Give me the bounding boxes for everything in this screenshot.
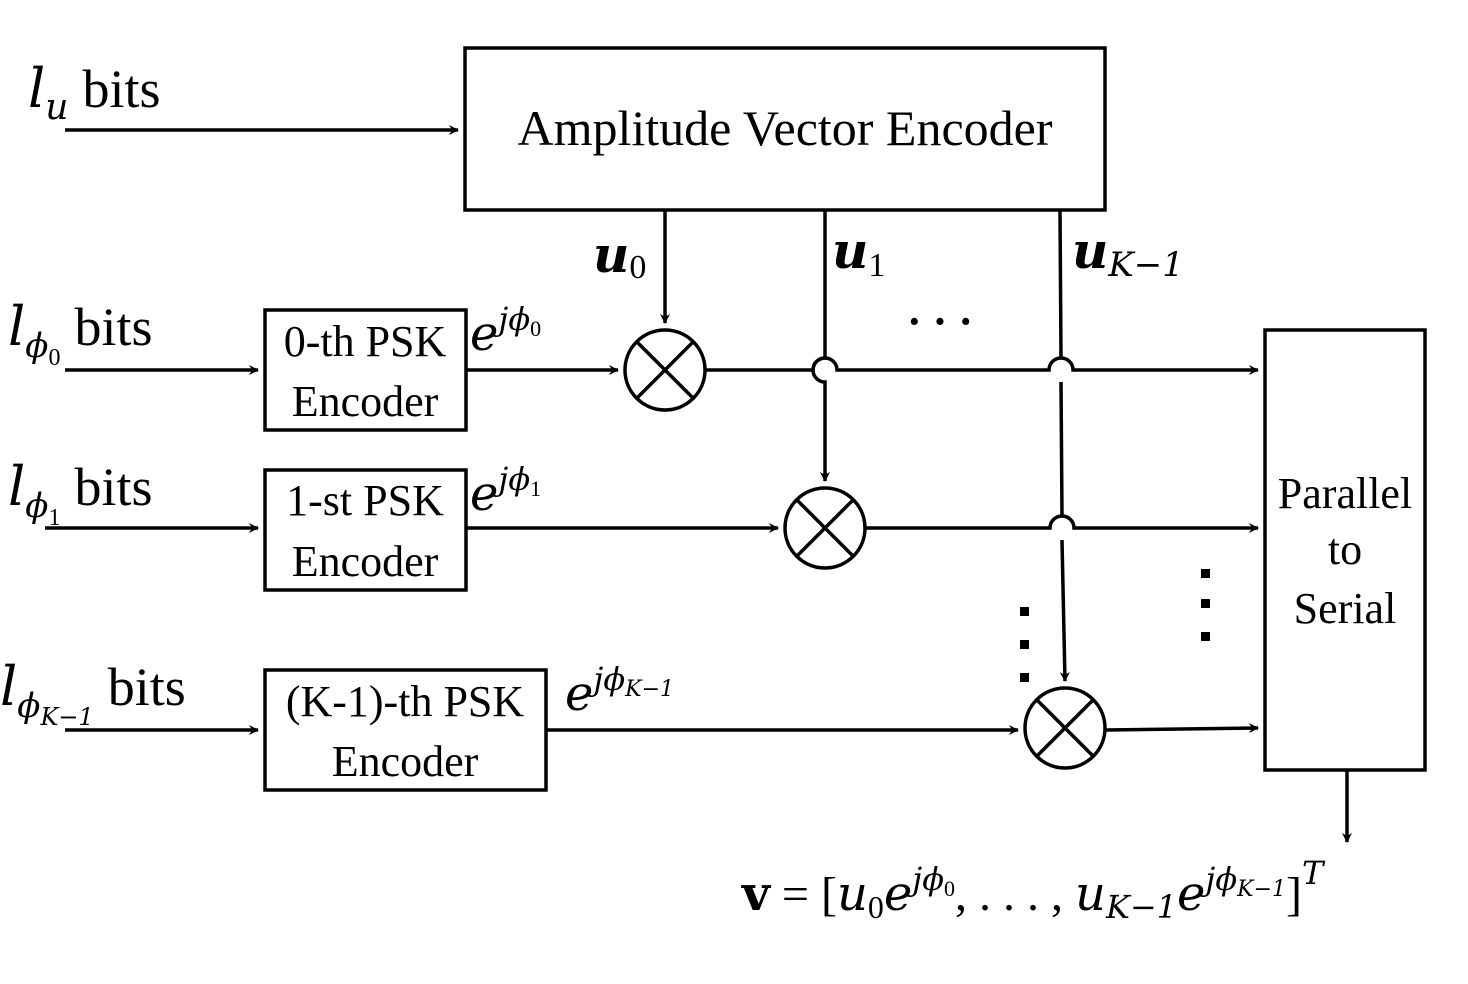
phase-label-k-1: ejϕK−1 (565, 660, 674, 722)
u0-label: u0 (593, 225, 646, 286)
p2s-label-line1: Parallel (1278, 469, 1412, 518)
multiplier-0 (623, 328, 707, 412)
psk-encoder-1: 1-st PSK Encoder (263, 468, 468, 592)
psk-encoder-k-1: (K-1)-th PSK Encoder (263, 668, 548, 792)
psk1-label-line1: 1-st PSK (286, 476, 444, 525)
vertical-ellipsis-right (1201, 569, 1210, 641)
phase-label-0: ejϕ0 (470, 300, 541, 362)
amplitude-encoder-label: Amplitude Vector Encoder (517, 100, 1052, 156)
u1-arrow (811, 210, 830, 482)
multiplier-1 (783, 486, 867, 570)
parallel-to-serial-block: Parallel to Serial (1263, 328, 1427, 772)
uK-arrow (1060, 209, 1065, 681)
p2s-label-line3: Serial (1294, 584, 1397, 633)
rowK-output-arrow (1104, 723, 1259, 734)
row0-output-arrow (705, 356, 1259, 375)
amplitude-vector-encoder-block: Amplitude Vector Encoder (463, 46, 1107, 212)
l-phi1-bits-label: lϕ1bits (8, 455, 153, 531)
psk-encoder-0: 0-th PSK Encoder (263, 308, 468, 432)
p2s-label-line2: to (1328, 525, 1362, 574)
l-phi0-bits-label: lϕ0bits (8, 295, 153, 371)
psk0-label-line1: 0-th PSK (284, 317, 447, 366)
pskK-label-line2: Encoder (332, 737, 479, 786)
horizontal-ellipsis: · · · (907, 297, 973, 346)
psk1-label-line2: Encoder (292, 537, 439, 586)
output-vector-formula: v = [u0ejϕ0, . . . , uK−1ejϕK−1]T (741, 854, 1326, 926)
row1-output-arrow (865, 514, 1259, 533)
phase-label-1: ejϕ1 (470, 460, 541, 522)
multiplier-k-1 (1023, 686, 1107, 770)
uK-label: uK−1 (1072, 221, 1184, 285)
psk0-label-line2: Encoder (292, 377, 439, 426)
vertical-ellipsis-left (1020, 607, 1029, 682)
u1-label: u1 (832, 221, 885, 284)
pskK-label-line1: (K-1)-th PSK (286, 677, 525, 726)
